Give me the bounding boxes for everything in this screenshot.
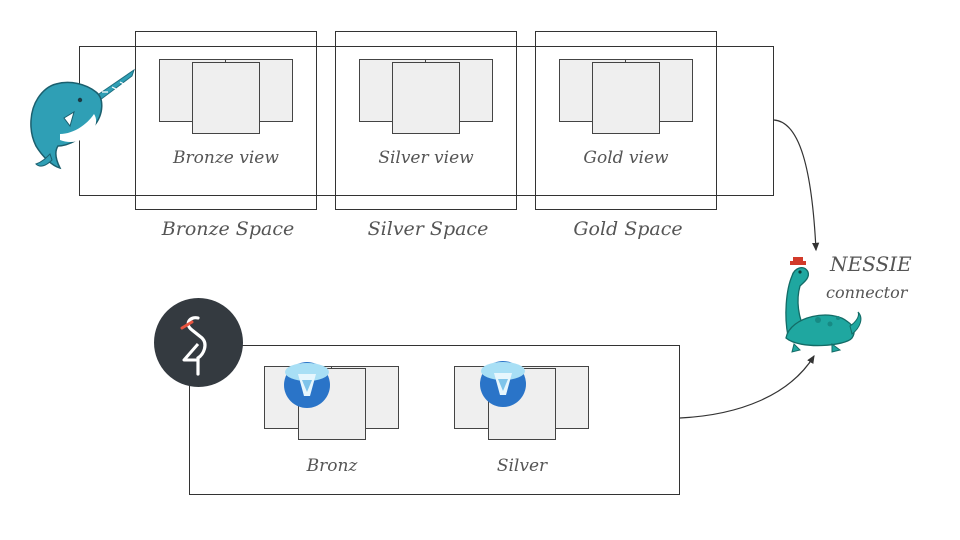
gold-view-sheet-front bbox=[592, 62, 660, 134]
bronze-view-label: Bronze view bbox=[173, 148, 279, 168]
gold-space-box bbox=[535, 31, 717, 210]
gold-view-label: Gold view bbox=[583, 148, 669, 168]
silver-space-box bbox=[335, 31, 517, 210]
silver-bucket-label: Silver bbox=[496, 456, 548, 476]
minio-container bbox=[189, 345, 680, 495]
nessie-title: NESSIE bbox=[830, 252, 912, 276]
gold-space-label: Gold Space bbox=[573, 218, 683, 240]
silver-space-label: Silver Space bbox=[367, 218, 489, 240]
bronz-bucket-label: Bronz bbox=[306, 456, 358, 476]
bronze-space-label: Bronze Space bbox=[161, 218, 295, 240]
minio-logo-icon bbox=[154, 298, 243, 387]
arrow-from-dremio bbox=[773, 119, 820, 252]
arrow-from-minio bbox=[679, 354, 815, 419]
silver-bucket-sheet-front bbox=[488, 368, 556, 440]
silver-view-sheet-front bbox=[392, 62, 460, 134]
bronze-view-sheet-front bbox=[192, 62, 260, 134]
bronz-bucket-sheet-front bbox=[298, 368, 366, 440]
silver-view-label: Silver view bbox=[378, 148, 474, 168]
nessie-subtitle: connector bbox=[826, 283, 908, 302]
bronze-space-box bbox=[135, 31, 317, 210]
